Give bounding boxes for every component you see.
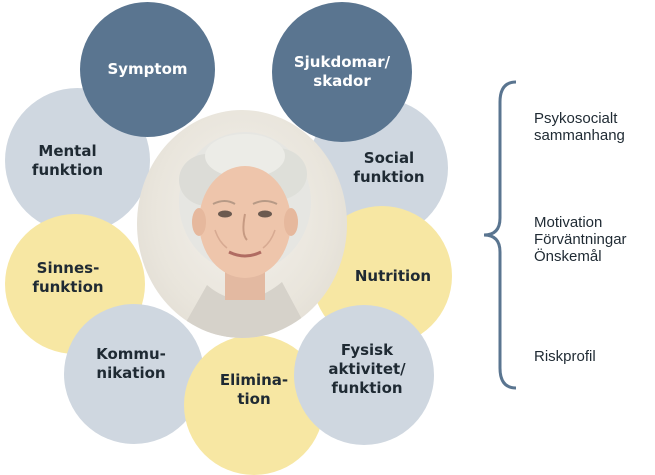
circle-fysisk-aktivitet: Fysisk aktivitet/ funktion <box>294 305 434 445</box>
circle-fysisk-label: Fysisk aktivitet/ funktion <box>328 340 406 397</box>
label-riskprofil: Riskprofil <box>534 348 596 365</box>
circle-nutrition-label: Nutrition <box>354 266 432 285</box>
circle-symptom: Symptom <box>80 2 215 137</box>
circle-kommunikation: Kommu- nikation <box>64 304 204 444</box>
circle-elimination-label: Elimina- tion <box>219 371 289 408</box>
circle-kommunikation-label: Kommu- nikation <box>96 345 166 382</box>
label-motivation-forvantningar: Motivation Förväntningar Önskemål <box>534 214 627 265</box>
circle-sjukdomar-label: Sjukdomar/ skador <box>293 53 391 90</box>
elderly-woman-portrait <box>137 110 347 338</box>
circle-social-label: Social funktion <box>353 149 425 186</box>
circle-symptom-label: Symptom <box>107 60 188 78</box>
label-psykosocialt-sammanhang: Psykosocialt sammanhang <box>534 110 625 144</box>
curly-brace-icon <box>483 80 517 390</box>
circle-mental-label: Mental funktion <box>31 141 104 179</box>
circle-sjukdomar-skador: Sjukdomar/ skador <box>272 2 412 142</box>
portrait-illustration <box>177 132 312 338</box>
circle-sinnes-label: Sinnes- funktion <box>32 259 104 296</box>
